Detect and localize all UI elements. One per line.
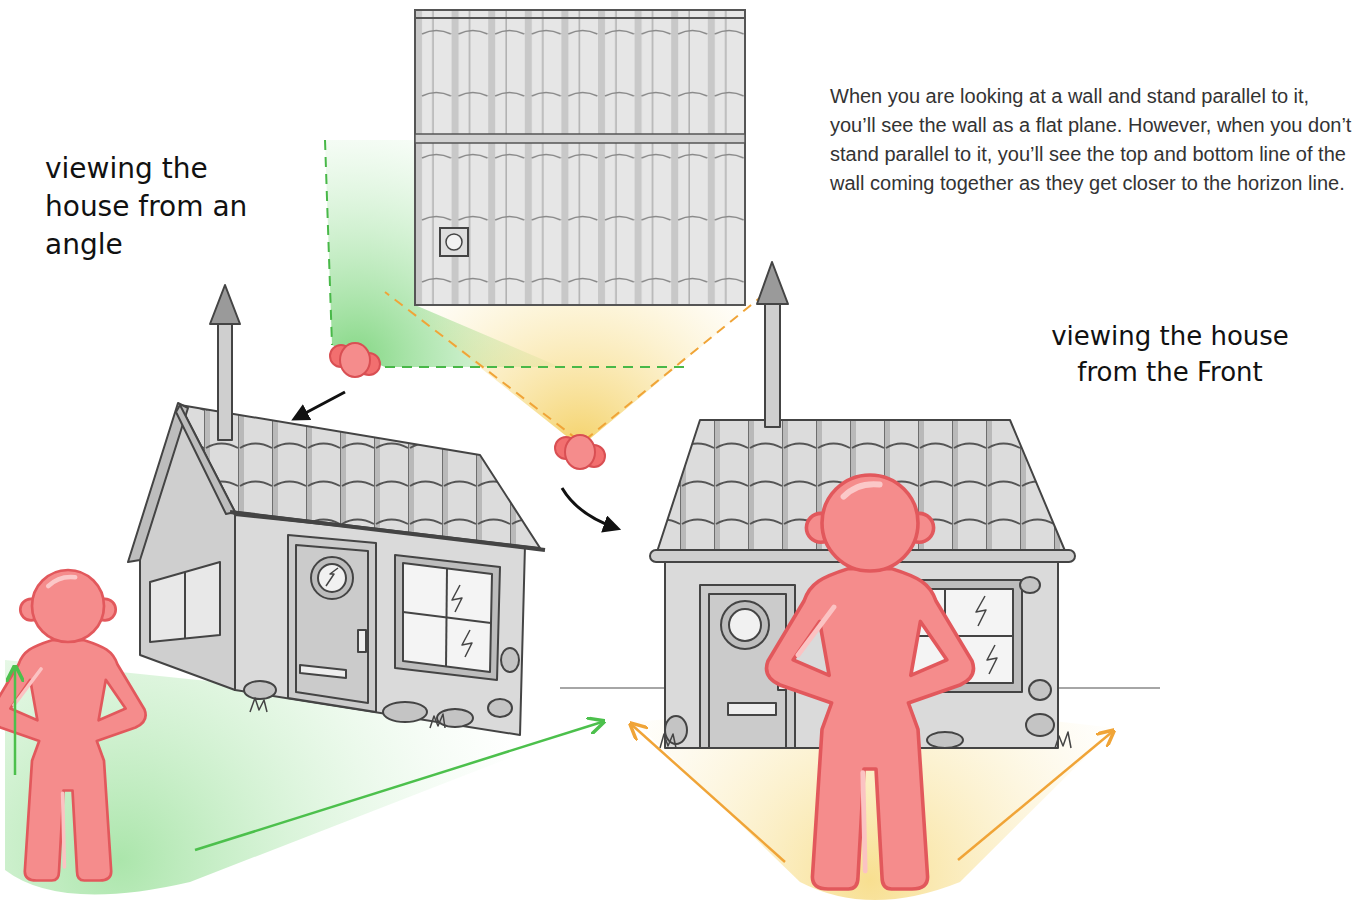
explanation-text: When you are looking at a wall and stand…	[830, 82, 1360, 198]
handwritten-caption: viewing the house from an angle	[45, 150, 280, 263]
handwritten-caption: viewing the house from the Front	[1040, 318, 1300, 391]
